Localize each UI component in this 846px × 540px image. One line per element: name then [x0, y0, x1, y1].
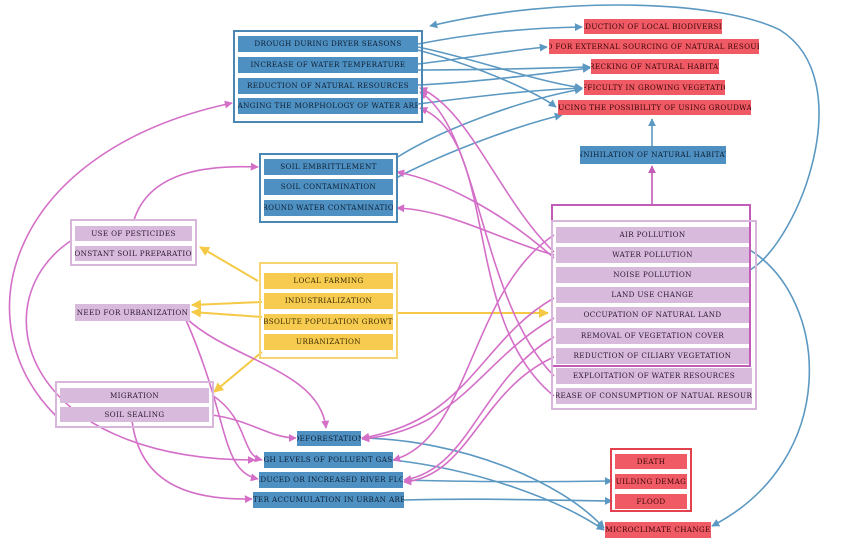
link-migration-to-polluent	[211, 394, 263, 463]
effect-wrecking-habitats: WRECKING OF NATURAL HABITATS	[591, 59, 719, 74]
driver-industrialization: INDUSTRIALIZATION	[264, 293, 393, 309]
link-landuse-to-deforestation	[361, 297, 555, 441]
pressure-need-urbanization: NEED FOR URBANIZATION	[75, 304, 190, 321]
urban-pressures-frame	[55, 381, 214, 428]
link-industry-to-need	[191, 299, 263, 310]
driver-population-growth: ABSOLUTE POPULATION GROWTH	[264, 314, 393, 330]
link-air-to-soil	[396, 169, 555, 259]
link-sealing-to-morphology	[8, 100, 233, 417]
effect-groundwater-use: REDUCING THE POSSIBILITY OF USING GROUDW…	[558, 100, 751, 115]
link-morphology-to-vegetation	[417, 84, 583, 105]
link-river-to-building	[403, 477, 613, 486]
link-water-to-groundwater	[396, 204, 555, 256]
link-drought-to-groundwater	[417, 49, 557, 108]
effect-external-sourcing: NEED FOR EXTERNAL SOURCING OF NATURAL RE…	[549, 39, 759, 54]
link-sealing-to-accumulation	[131, 419, 253, 504]
link-occupation-to-deforestation	[361, 317, 555, 443]
pressure-occupation-land: OCCUPATION OF NATURAL LAND	[556, 307, 749, 323]
link-soil-to-vegetation	[395, 86, 583, 159]
link-exploitation-to-resources	[419, 91, 555, 377]
impact-river-flow: REDUCED OR INCREASED RIVER FLOW	[259, 472, 403, 488]
pressure-removal-vegetation: REMOVAL OF VEGETATION COVER	[556, 328, 749, 344]
environmental-pressures-frame	[551, 220, 757, 410]
impact-polluent-gases: HIGH LEVELS OF POLLUENT GASES	[264, 452, 393, 468]
effect-flood: FLOOD	[615, 494, 687, 509]
soil-impacts-frame	[259, 153, 398, 223]
impact-annihilation-habitats: ANNIHILATION OF NATURAL HABITATS	[580, 146, 726, 164]
pressure-air-pollution: AIR POLLUTION	[556, 227, 749, 243]
impact-deforestation: DEFORESTATION	[297, 431, 361, 446]
pressure-ciliary-vegetation: REDUCTION OF CILIARY VEGETATION	[556, 348, 749, 364]
pressure-migration: MIGRATION	[60, 388, 209, 403]
impact-groundwater-contamination: GROUND WATER CONTAMINATION	[264, 200, 393, 216]
link-air-to-microclimate	[711, 249, 811, 527]
link-need-to-deforestation	[185, 317, 330, 429]
drivers-frame	[259, 262, 398, 359]
pressure-pesticides: USE OF PESTICIDES	[75, 226, 192, 241]
impact-water-accumulation: WATER ACCUMULATION IN URBAN AREAS	[253, 492, 404, 508]
link-removal-to-river	[403, 336, 555, 483]
pressure-water-pollution: WATER POLLUTION	[556, 247, 749, 263]
link-drought-to-biodiversity	[417, 23, 583, 45]
effect-growing-vegetation: DIFFICULTY IN GROWING VEGETATION	[584, 80, 725, 95]
link-pesticides-to-polluent	[25, 239, 256, 464]
agri-pressures-frame	[70, 219, 197, 266]
pressure-water-exploitation: EXPLOITATION OF WATER RESOURCES	[556, 368, 752, 384]
water-impacts-frame	[233, 30, 423, 123]
effect-death: DEATH	[615, 454, 687, 469]
impact-natural-resources: REDUCTION OF NATURAL RESOURCES	[238, 78, 418, 94]
pressure-land-use-change: LAND USE CHANGE	[556, 287, 749, 303]
link-groundwater-to-groundwater-effect	[395, 112, 563, 179]
link-accumulation-to-flood	[403, 496, 613, 505]
link-pressures-to-microclimate	[429, 4, 820, 271]
impact-soil-embrittlement: SOIL EMBRITTLEMENT	[264, 159, 393, 175]
pressure-soil-preparation: CONSTANT SOIL PREPARATION	[75, 246, 192, 261]
pressure-soil-sealing: SOIL SEALING	[60, 407, 209, 422]
effect-building-damage: BUILDING DEMAGE	[615, 474, 687, 489]
effect-microclimate-change: MICROCLIMATE CHANGE	[605, 522, 711, 538]
link-polluent-to-microclimate	[392, 459, 605, 531]
link-deforestation-to-microclimate	[361, 437, 605, 529]
link-sealing-to-deforestation	[211, 414, 297, 442]
driver-urbanization: URBANIZATION	[264, 334, 393, 350]
pressure-resource-consumption: INCREASE OF CONSUMPTION OF NATUAL RESOUR…	[556, 388, 752, 404]
human-effects-frame	[610, 448, 692, 512]
link-temperature-to-habitats	[417, 63, 591, 72]
link-urbanization-to-migration	[213, 351, 263, 393]
link-air-to-polluent	[392, 234, 555, 463]
link-pesticides-to-embrittlement	[133, 162, 259, 221]
link-farming-to-agri	[199, 246, 259, 282]
link-air-to-resources	[419, 87, 555, 253]
link-need-to-river	[185, 319, 259, 482]
link-growth-to-need	[191, 307, 263, 318]
impact-soil-contamination: SOIL CONTAMINATION	[264, 179, 393, 195]
pressure-noise-pollution: NOISE POLLUTION	[556, 267, 749, 283]
impact-water-temperature: INCREASE OF WATER TEMPERATURE	[238, 57, 418, 73]
link-resources-to-habitats	[417, 64, 591, 86]
link-ciliary-to-river	[403, 356, 555, 486]
driver-local-farming: LOCAL FARMING	[264, 273, 393, 289]
link-temperature-to-external	[417, 43, 548, 65]
impact-drought: DROUGH DURING DRYER SEASONS	[238, 36, 418, 52]
effect-local-biodiversity: REDUCTION OF LOCAL BIODIVERSITY	[584, 19, 722, 34]
impact-water-morphology: CHANGING THE MORPHOLOGY OF WATER AREAS	[238, 98, 418, 114]
